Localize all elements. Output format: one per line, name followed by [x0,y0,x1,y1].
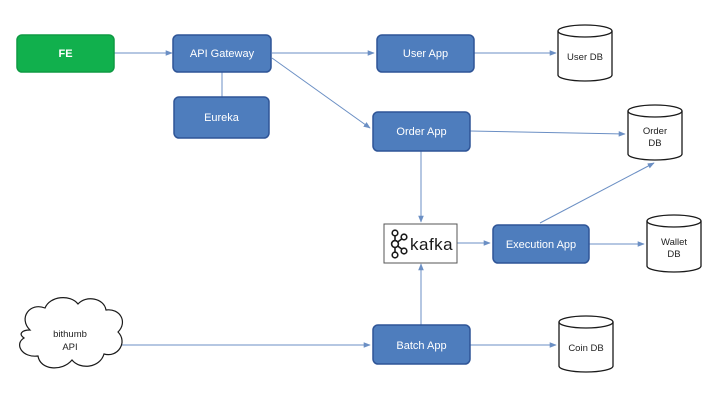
order-db-label-line2: DB [648,138,661,149]
edge-gateway-to-order-app [271,57,371,129]
kafka-label: kafka [410,235,453,254]
wallet-db-label-line1: Wallet [661,237,687,248]
database-icon [558,315,614,373]
coin-db-node: Coin DB [558,315,614,373]
edge-execution-app-to-order-db [539,162,655,224]
order-db-node: Order DB [627,104,683,161]
wallet-db-node: Wallet DB [646,214,702,273]
fe-label: FE [58,48,72,60]
fe-node: FE [16,34,115,73]
kafka-node: kafka [383,223,458,264]
coin-db-label: Coin DB [568,343,603,354]
eureka-node: Eureka [173,96,270,139]
user-app-label: User App [403,48,448,60]
bithumb-label-line1: bithumb [53,329,87,340]
edge-order-app-to-order-db [469,130,626,137]
order-app-node: Order App [372,111,471,152]
api-gateway-label: API Gateway [190,48,255,60]
database-icon [557,24,613,82]
execution-app-node: Execution App [492,224,590,264]
order-app-label: Order App [396,126,446,138]
bithumb-label-line2: API [62,342,77,353]
cloud-icon [19,297,123,369]
edges [114,50,655,348]
wallet-db-label-line2: DB [667,249,680,260]
eureka-label: Eureka [204,112,240,124]
execution-app-label: Execution App [506,239,576,251]
batch-app-label: Batch App [396,340,446,352]
order-db-label-line1: Order [643,126,667,137]
kafka-logo-icon [390,229,408,259]
database-icon [627,104,683,161]
user-db-node: User DB [557,24,613,82]
bithumb-api-cloud: bithumb API [19,297,123,369]
user-app-node: User App [376,34,475,73]
batch-app-node: Batch App [372,324,471,365]
user-db-label: User DB [567,52,603,63]
api-gateway-node: API Gateway [172,34,272,73]
database-icon [646,214,702,273]
